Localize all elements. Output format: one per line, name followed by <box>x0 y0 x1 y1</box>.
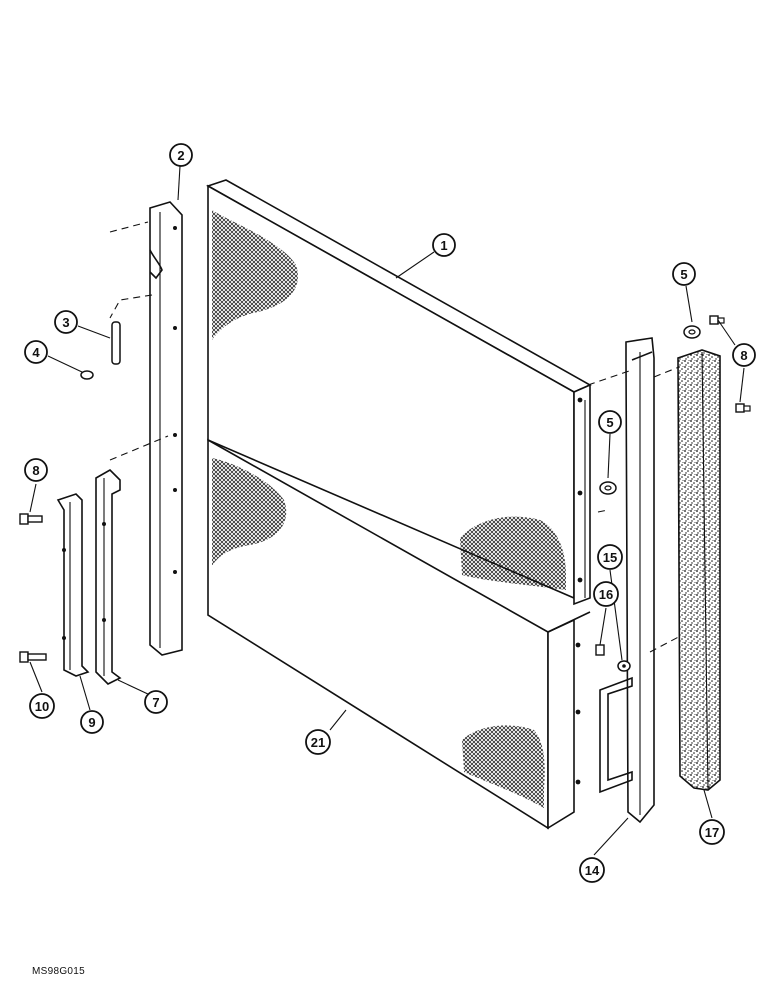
svg-text:21: 21 <box>311 735 325 750</box>
svg-text:1: 1 <box>440 238 447 253</box>
svg-text:5: 5 <box>680 267 687 282</box>
callout-7: 7 <box>144 690 168 714</box>
nut <box>80 370 94 380</box>
svg-text:7: 7 <box>152 695 159 710</box>
svg-text:9: 9 <box>88 715 95 730</box>
bolt-right-lower <box>735 403 751 413</box>
svg-text:2: 2 <box>177 148 184 163</box>
radiator-core-upper <box>206 179 592 606</box>
callout-3: 3 <box>54 310 78 334</box>
callout-10: 10 <box>29 693 55 719</box>
bracket-short <box>56 493 90 677</box>
right-side-channel <box>625 337 655 824</box>
washer-upper <box>683 325 701 339</box>
left-bracket-long <box>149 201 183 656</box>
callout-5-upper: 5 <box>672 262 696 286</box>
callout-4: 4 <box>24 340 48 364</box>
svg-text:3: 3 <box>62 315 69 330</box>
washer-small <box>617 660 631 672</box>
callout-8-right: 8 <box>732 343 756 367</box>
callout-8-left: 8 <box>24 458 48 482</box>
svg-text:17: 17 <box>705 825 719 840</box>
callout-2: 2 <box>169 143 193 167</box>
svg-text:4: 4 <box>32 345 40 360</box>
callout-21: 21 <box>305 729 331 755</box>
handle <box>599 676 633 794</box>
callout-14: 14 <box>579 857 605 883</box>
callout-17: 17 <box>699 819 725 845</box>
radiator-core-lower <box>207 438 591 830</box>
callout-16: 16 <box>593 581 619 607</box>
bolt-left-lower <box>19 651 47 663</box>
foam-seal <box>677 349 721 791</box>
svg-text:14: 14 <box>585 863 600 878</box>
washer-middle <box>599 481 617 495</box>
svg-text:8: 8 <box>740 348 747 363</box>
callout-1: 1 <box>432 233 456 257</box>
svg-text:10: 10 <box>35 699 49 714</box>
figure-code: MS98G015 <box>32 966 85 977</box>
callout-15: 15 <box>597 544 623 570</box>
svg-text:8: 8 <box>32 463 39 478</box>
nut-small <box>595 644 605 656</box>
callout-5-middle: 5 <box>598 410 622 434</box>
callout-9: 9 <box>80 710 104 734</box>
svg-text:16: 16 <box>599 587 613 602</box>
pin <box>111 321 121 365</box>
bolt-right-upper <box>709 315 725 325</box>
bolt-left-upper <box>19 513 43 525</box>
svg-text:5: 5 <box>606 415 613 430</box>
svg-text:15: 15 <box>603 550 617 565</box>
bracket-medium <box>95 469 122 685</box>
